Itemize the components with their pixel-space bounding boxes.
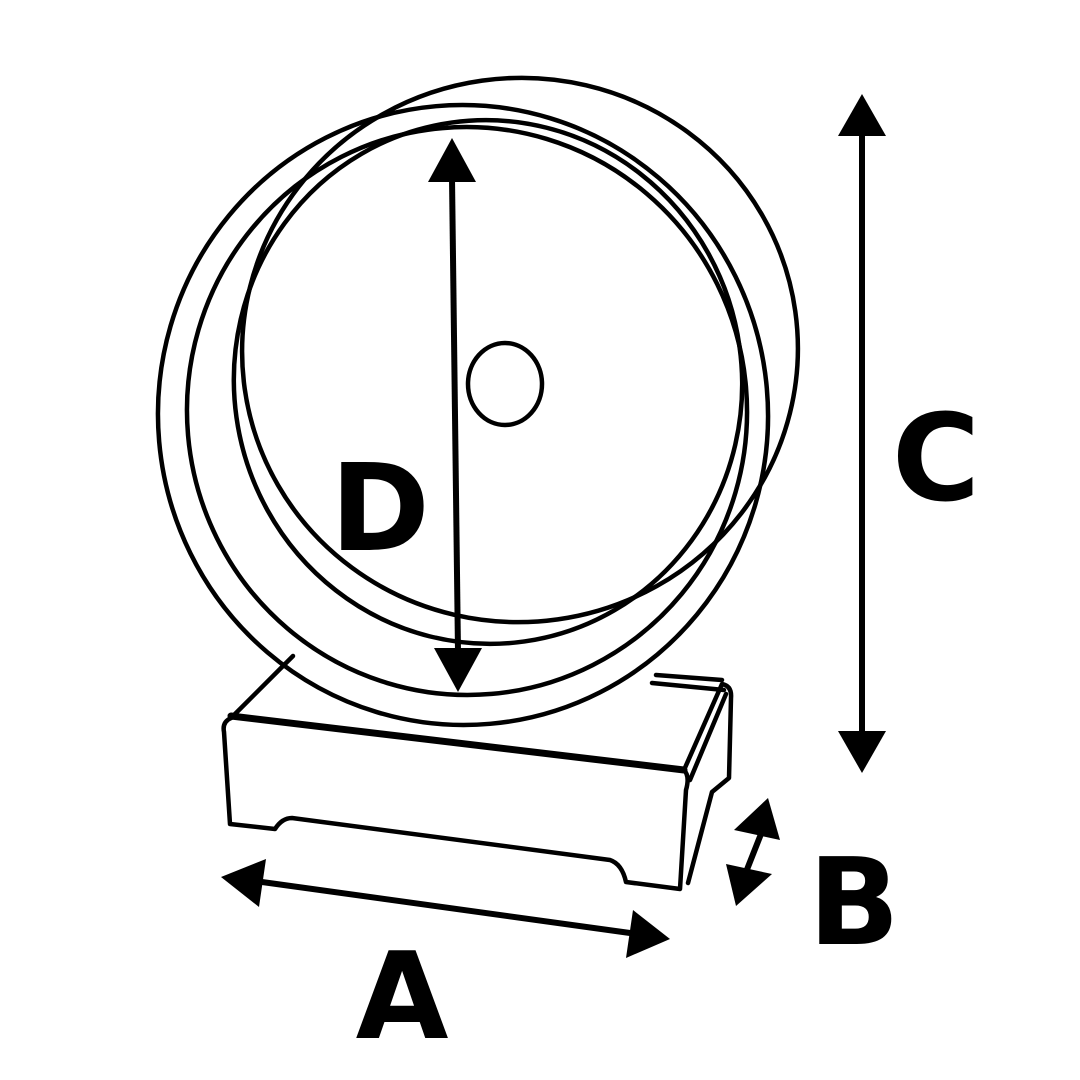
dimension-c-label: C [892, 390, 980, 529]
base-front-face [221, 713, 690, 892]
dimension-a: A [221, 859, 670, 1067]
wheel-hub [465, 340, 545, 428]
wheel-front-rim-inner [184, 124, 750, 698]
dimension-b-arrowhead-bottom [726, 864, 772, 906]
dimension-a-arrowhead-right [626, 910, 670, 958]
base-side-edge [687, 691, 729, 783]
wheel [155, 75, 801, 728]
dimension-c-arrowhead-top [838, 94, 886, 136]
dimension-d-label: D [330, 440, 430, 579]
dimension-c-arrowhead-bottom [838, 731, 886, 773]
dimension-a-arrowhead-left [221, 859, 266, 907]
dimension-c: C [838, 94, 980, 773]
dimension-b-line [743, 832, 764, 874]
dimension-b-label: B [808, 834, 899, 973]
dimension-d-arrowhead-bottom [434, 648, 482, 692]
base-stand [221, 653, 734, 892]
wheel-back-rim [239, 75, 801, 625]
dimension-b: B [726, 798, 900, 973]
dimension-a-line [261, 879, 631, 936]
wheel-front-rim-outer [155, 102, 771, 728]
base-top-back-edge-inner [653, 672, 725, 683]
dimension-d-arrowhead-top [428, 138, 476, 182]
dimension-b-arrowhead-top [734, 798, 780, 840]
base-front-top-edge [227, 712, 688, 774]
base-side-face [681, 681, 734, 886]
wheel-inner-disc [231, 117, 745, 647]
base-top-back-edge [649, 680, 727, 693]
dimension-d: D [330, 138, 482, 692]
dimension-a-label: A [356, 928, 449, 1067]
dimension-d-line [449, 177, 461, 653]
